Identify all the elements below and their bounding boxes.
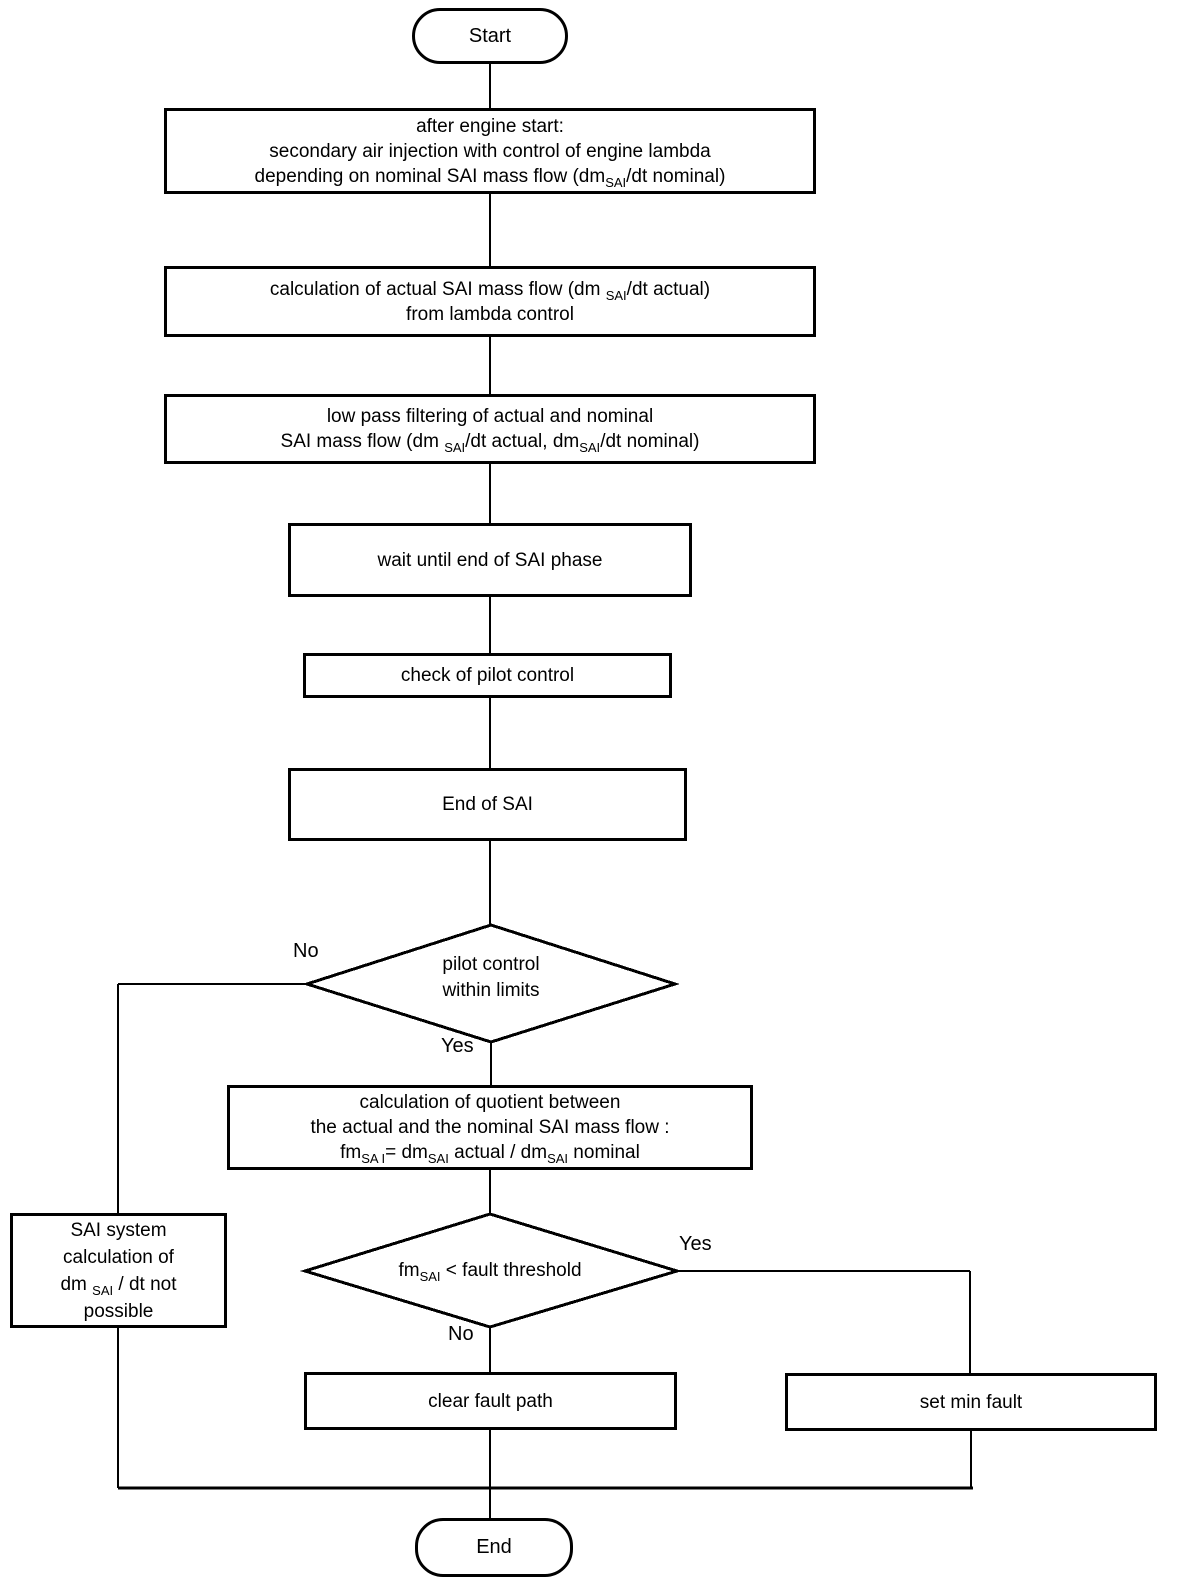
- process-low-pass-filter: low pass filtering of actual and nominal…: [164, 394, 816, 464]
- process-wait-end-sai: wait until end of SAI phase: [288, 523, 692, 597]
- process-calc-actual-flow: calculation of actual SAI mass flow (dm …: [164, 266, 816, 337]
- process-check-pilot-control: check of pilot control: [303, 653, 672, 698]
- edge-label-pilot-no: No: [293, 940, 319, 962]
- start-terminator: Start: [412, 8, 568, 64]
- process-end-of-sai: End of SAI: [288, 768, 687, 841]
- decision-diamond-threshold: [299, 1212, 683, 1329]
- end-terminator: End: [415, 1518, 573, 1577]
- edge-label-threshold-no: No: [448, 1323, 474, 1345]
- decision-diamond-pilot: [302, 923, 680, 1044]
- start-label: Start: [468, 24, 512, 47]
- edge-label-pilot-yes: Yes: [441, 1035, 474, 1057]
- edge-label-threshold-yes: Yes: [679, 1233, 712, 1255]
- end-label: End: [476, 1536, 512, 1558]
- decision-fault-threshold-text: fmSAI < fault threshold: [398, 1260, 582, 1284]
- process-clear-fault-path: clear fault path: [304, 1372, 677, 1430]
- process-set-min-fault: set min fault: [785, 1373, 1157, 1431]
- process-after-engine-start: after engine start:secondary air injecti…: [164, 108, 816, 194]
